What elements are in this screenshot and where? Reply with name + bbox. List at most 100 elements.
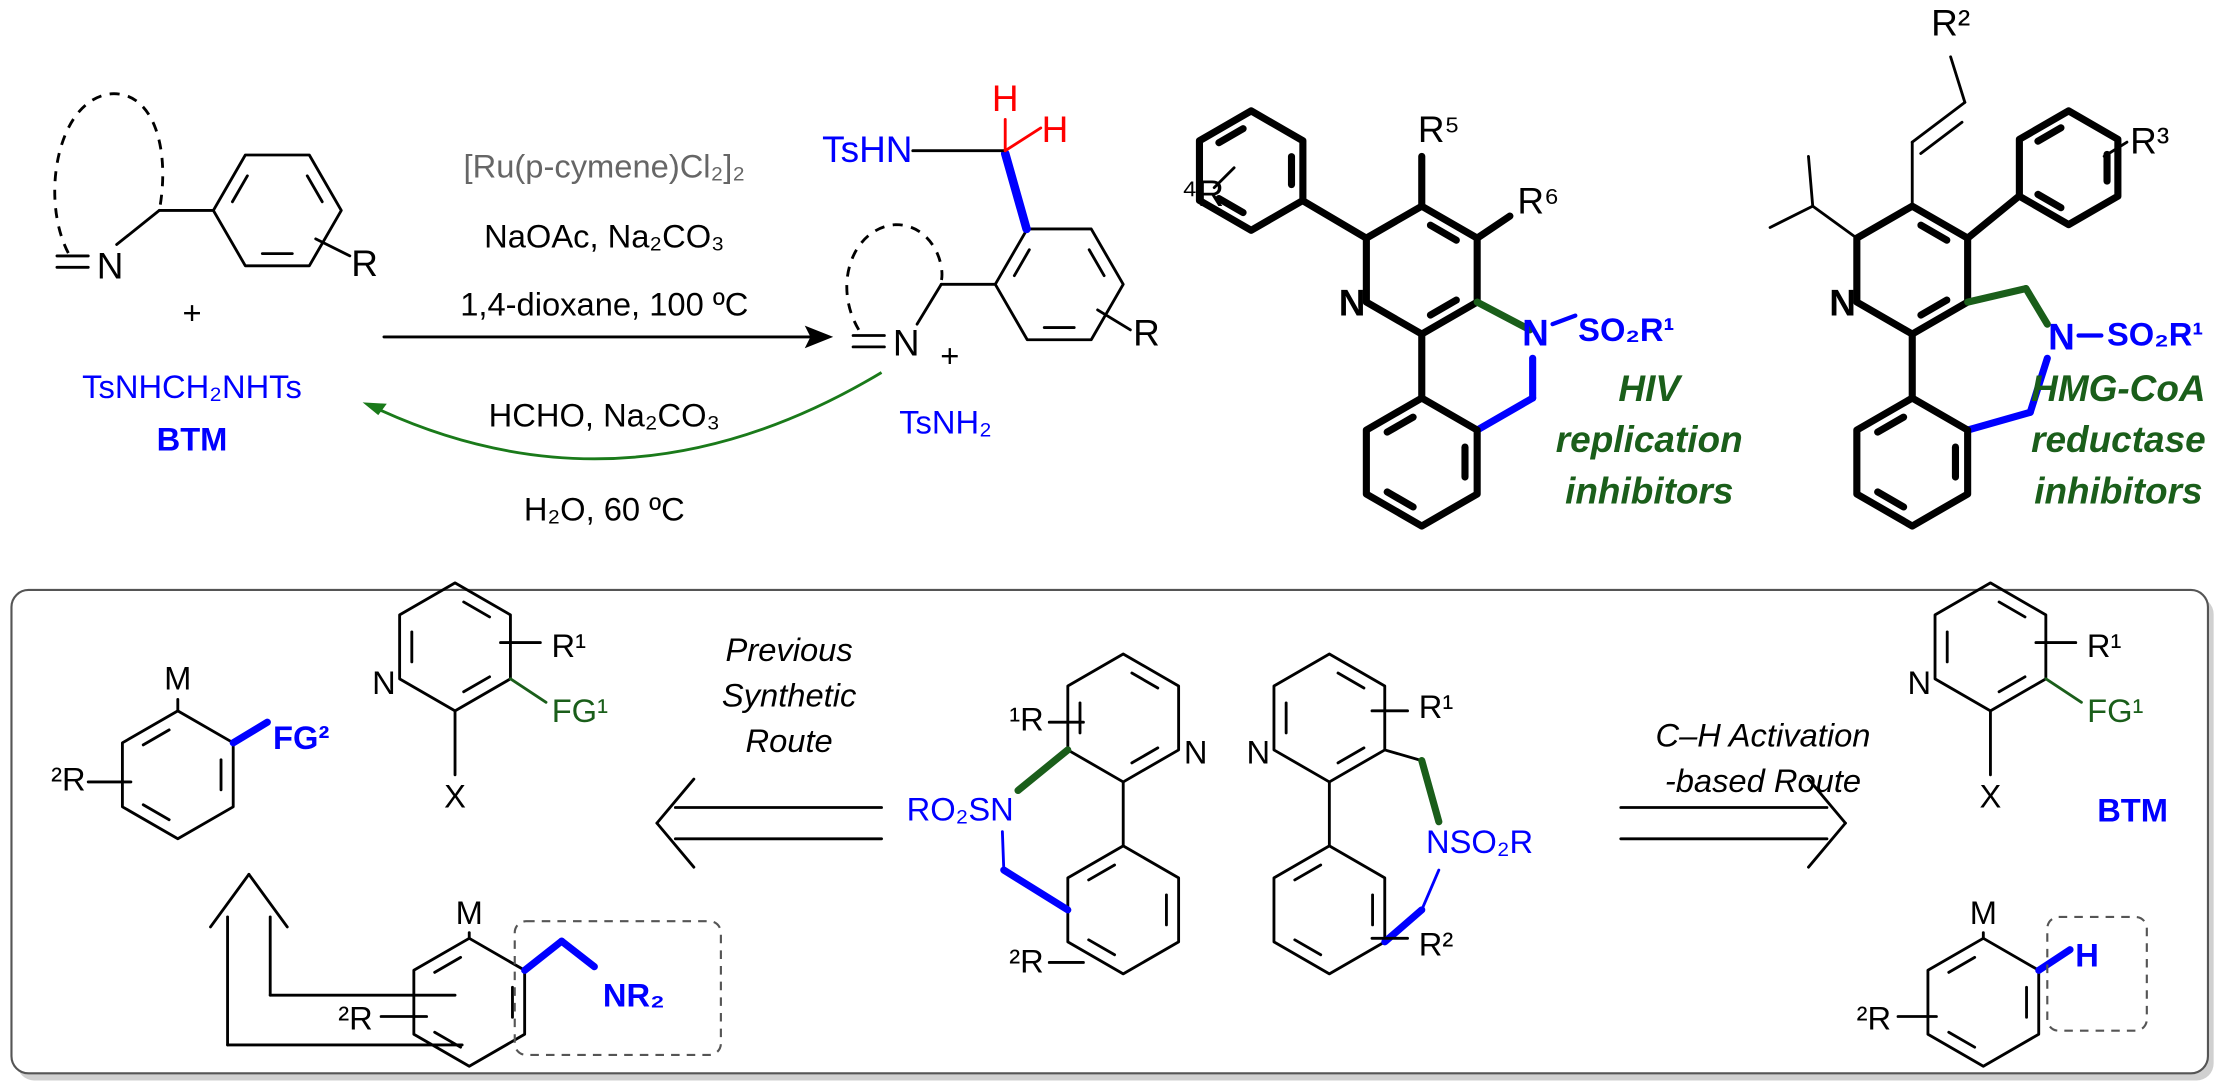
fg1-label: FG¹ <box>552 692 608 729</box>
solvent-temp-label: 1,4-dioxane, 100 ºC <box>460 286 748 323</box>
dashed-ring <box>845 223 944 331</box>
btm-label: BTM <box>2097 792 2168 829</box>
bond <box>1919 120 1964 155</box>
double-bond <box>1087 248 1106 278</box>
plus-sign: + <box>940 337 959 374</box>
double-bond <box>305 174 324 204</box>
double-bond <box>2034 190 2065 212</box>
dashed-highlight-box <box>2046 915 2148 1032</box>
double-bond <box>1087 863 1116 882</box>
hmg-label: HMG-CoA <box>2031 368 2205 409</box>
r2-label: ²R <box>1857 999 1892 1036</box>
r1-label: R¹ <box>1419 688 1454 725</box>
bond-layer <box>10 55 2214 1081</box>
double-bond <box>1383 413 1417 436</box>
so2r1-label: SO₂R¹ <box>2107 315 2203 352</box>
bond <box>115 208 161 246</box>
x-label: X <box>1980 778 2002 815</box>
bond <box>1212 166 1236 190</box>
green-bond <box>1964 285 2030 306</box>
double-bond <box>1087 938 1116 957</box>
green-bond <box>1014 746 1072 795</box>
blue-bond <box>1964 408 2034 434</box>
r2-label: ²R <box>1009 942 1044 979</box>
r2-label: ²R <box>338 999 372 1036</box>
hydrogen-label: H <box>1042 109 1069 150</box>
double-bond <box>1426 296 1460 319</box>
r2-label: ²R <box>51 760 86 797</box>
double-bond <box>1293 938 1323 957</box>
fg2-bond <box>229 718 271 747</box>
catalyst-label: [Ru(p-cymene)Cl₂]₂ <box>464 148 745 185</box>
product-r-label: R <box>1133 312 1160 353</box>
bond <box>1096 308 1132 332</box>
recycle-conditions-label: H₂O, 60 ºC <box>524 490 685 527</box>
previous-route-label: Previous <box>726 631 853 668</box>
product-tshn-label: TsHN <box>822 129 912 170</box>
pyridine-n-label: N <box>1339 283 1366 324</box>
double-bond <box>141 803 171 822</box>
metal-label: M <box>164 660 191 697</box>
blue-bond <box>1000 866 1072 914</box>
double-bond <box>1336 746 1366 765</box>
nr2-label: NR₂ <box>603 977 665 1014</box>
ch2-bond <box>521 937 566 974</box>
pyridine-n-label: N <box>1184 733 1208 770</box>
blue-bond <box>1000 830 1006 872</box>
blue-bond <box>1473 394 1537 434</box>
fg1-bond <box>2044 677 2083 704</box>
bond <box>1473 212 1514 242</box>
fg1-bond <box>509 677 548 704</box>
metal-label: M <box>456 894 483 931</box>
bond <box>1910 100 1967 144</box>
nso2r-label: NSO₂R <box>1426 823 1533 860</box>
recycle-reagents-label: HCHO, Na₂CO₃ <box>489 397 720 434</box>
double-bond <box>1215 194 1247 217</box>
double-bond <box>1947 1030 1977 1049</box>
recycle-arrow <box>371 371 883 461</box>
x-label: X <box>444 778 466 815</box>
metal-label: M <box>1970 894 1997 931</box>
r2-label: R² <box>1931 3 1970 44</box>
pyridine-ring <box>1362 202 1481 338</box>
ch-route-label: -based Route <box>1665 762 1861 799</box>
plus-sign: + <box>182 294 201 331</box>
benzene-ring <box>211 153 343 268</box>
ch2-bond <box>558 937 598 971</box>
pyridine-n-label: N <box>1908 664 1932 701</box>
product-n-label: N <box>893 322 920 363</box>
phenyl-ring <box>1195 107 1307 234</box>
bond <box>1807 777 1847 825</box>
r1-label: ¹R <box>1009 701 1044 738</box>
double-bond <box>1997 675 2027 694</box>
double-bond <box>1426 221 1460 244</box>
pyridine-ring <box>1853 202 1972 338</box>
c-h-bond <box>1003 126 1043 153</box>
double-bond <box>462 600 492 619</box>
byproduct-label: TsNH₂ <box>899 404 992 441</box>
reagent-abbrev: BTM <box>157 421 228 458</box>
reactant-r-label: R <box>351 243 378 284</box>
benzene-ring <box>993 227 1125 342</box>
double-bond <box>1336 671 1366 690</box>
double-bond <box>433 955 463 974</box>
double-bond <box>141 728 171 747</box>
pyridine-n-label: N <box>1246 733 1270 770</box>
double-bond <box>1215 125 1247 147</box>
hiv-label: HIV <box>1618 368 1683 409</box>
bond <box>655 777 696 825</box>
new-ch2-bond <box>1000 149 1031 234</box>
ch-route-label: C–H Activation <box>1655 716 1870 753</box>
hydrogen-label: H <box>992 78 1019 119</box>
double-bond <box>2034 124 2065 145</box>
recycle-arrowhead <box>362 402 387 416</box>
double-bond <box>1012 248 1031 278</box>
double-bond <box>1293 863 1323 882</box>
double-bond <box>1917 296 1951 319</box>
previous-route-label: Synthetic <box>722 677 856 714</box>
benzene-ring <box>1272 844 1387 976</box>
fg1-label: FG¹ <box>2087 692 2143 729</box>
double-bond <box>1874 413 1908 436</box>
benzene-ring <box>1362 394 1481 530</box>
base-label: NaOAc, Na₂CO₃ <box>484 217 724 254</box>
